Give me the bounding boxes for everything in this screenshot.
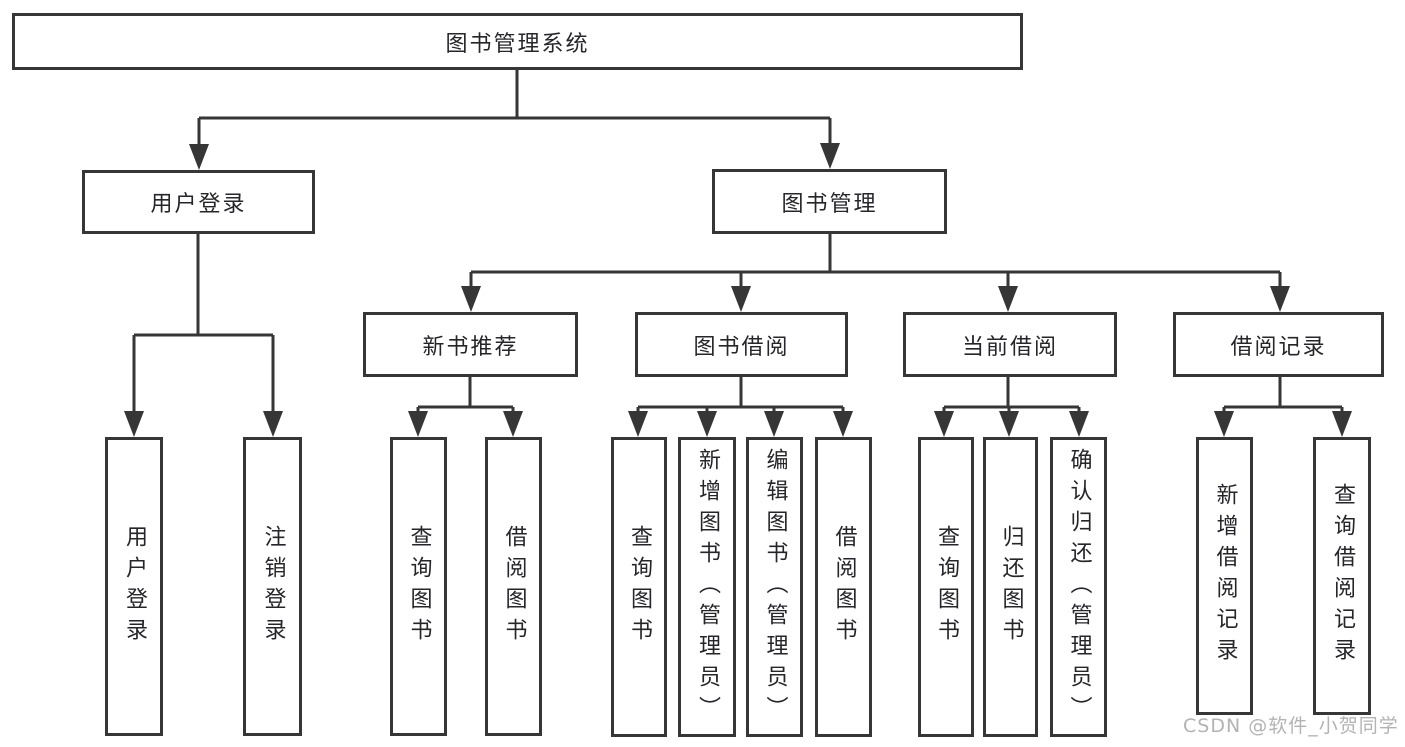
leaf-logout: 注销登录 (243, 437, 302, 736)
leaf-query-books-recommend: 查询图书 (390, 437, 447, 736)
leaf-borrow-books: 借阅图书 (815, 437, 872, 737)
leaf-edit-books-admin: 编辑图书（管理员） (746, 437, 803, 737)
node-root-system: 图书管理系统 (12, 13, 1023, 70)
leaf-add-books-admin: 新增图书（管理员） (678, 437, 736, 737)
leaf-confirm-return-admin: 确认归还（管理员） (1050, 437, 1107, 737)
leaf-query-books-current: 查询图书 (918, 437, 974, 737)
leaf-add-borrow-record: 新增借阅记录 (1196, 437, 1253, 715)
leaf-borrow-books-recommend: 借阅图书 (485, 437, 542, 736)
leaf-user-login: 用户登录 (105, 437, 163, 736)
leaf-query-borrow-record: 查询借阅记录 (1313, 437, 1371, 715)
leaf-return-books: 归还图书 (983, 437, 1038, 737)
node-user-login-branch: 用户登录 (82, 170, 315, 234)
node-book-management-branch: 图书管理 (712, 169, 947, 234)
node-borrow-records: 借阅记录 (1173, 312, 1384, 377)
node-new-book-recommend: 新书推荐 (363, 312, 578, 377)
leaf-query-books-borrow: 查询图书 (611, 437, 667, 737)
node-book-borrowing: 图书借阅 (635, 312, 848, 377)
node-current-borrowing: 当前借阅 (903, 312, 1117, 377)
watermark: CSDN @软件_小贺同学 (1183, 715, 1399, 737)
